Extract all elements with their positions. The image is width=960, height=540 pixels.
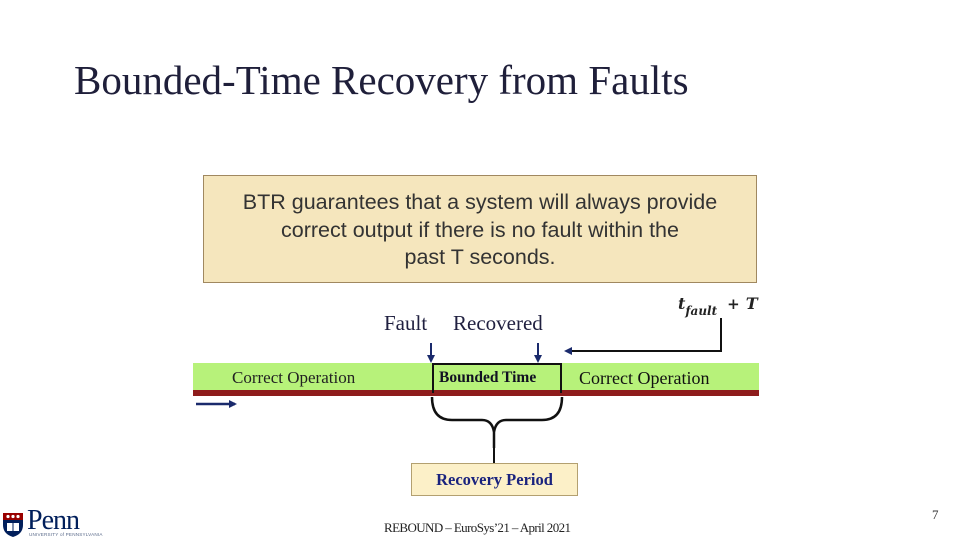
penn-wordmark: Penn (27, 505, 80, 536)
penn-logo: Penn UNIVERSITY of PENNSYLVANIA (2, 505, 102, 540)
slide-title: Bounded-Time Recovery from Faults (74, 57, 689, 103)
penn-shield-icon (3, 513, 23, 537)
T-symbol: T (745, 294, 758, 313)
fault-subscript: fault (685, 304, 718, 318)
t-fault-plus-T-label: tfault + T (678, 294, 758, 318)
page-number: 7 (932, 507, 939, 522)
bounded-time-box (432, 363, 562, 393)
correct-operation-after-label: Correct Operation (579, 368, 710, 388)
callout-line-3: past T seconds. (404, 245, 556, 269)
recovery-period-box: Recovery Period (411, 463, 578, 496)
t-symbol: t (678, 294, 686, 313)
btr-definition-callout: BTR guarantees that a system will always… (203, 175, 757, 283)
plus-sign: + (727, 295, 740, 313)
bounded-time-label: Bounded Time (439, 369, 537, 386)
footer-text: REBOUND – EuroSys’21 – April 2021 (384, 520, 571, 535)
timeline-base-line (193, 390, 759, 396)
recovery-period-brace (430, 396, 564, 448)
recovered-label: Recovered (453, 311, 543, 335)
t-fault-arrow (564, 318, 722, 355)
timeline-bar (193, 363, 759, 390)
penn-subtext: UNIVERSITY of PENNSYLVANIA (29, 532, 103, 537)
fault-label: Fault (384, 311, 428, 335)
callout-line-2: correct output if there is no fault with… (281, 217, 679, 242)
correct-operation-before-label: Correct Operation (232, 368, 356, 387)
callout-line-1: BTR guarantees that a system will always… (242, 190, 718, 214)
